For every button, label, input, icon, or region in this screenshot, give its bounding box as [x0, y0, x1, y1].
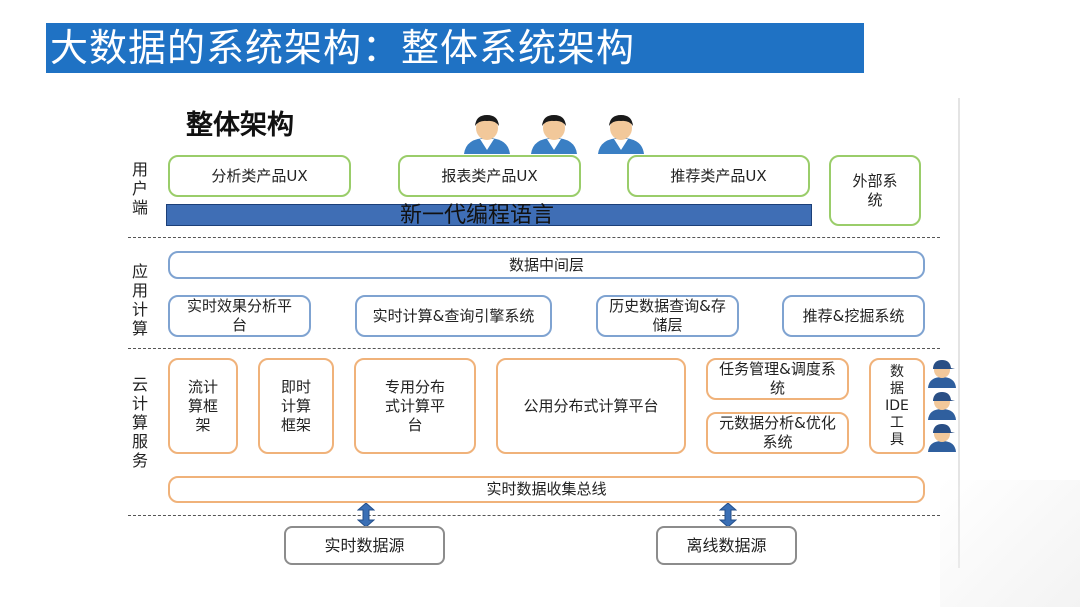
- layer-label-user: 用户端: [131, 160, 148, 217]
- public-platform: 公用分布式计算平台: [496, 358, 686, 454]
- realtime-data-source: 实时数据源: [284, 526, 445, 565]
- product-recommend: 推荐类产品UX: [627, 155, 810, 197]
- corner-shadow: [940, 480, 1080, 607]
- data-ide-tools: 数据IDE工具: [869, 358, 925, 454]
- history-storage-layer: 历史数据查询&存储层: [596, 295, 739, 337]
- product-report: 报表类产品UX: [398, 155, 581, 197]
- title-bar: 大数据的系统架构：整体系统架构: [46, 23, 864, 73]
- stream-framework: 流计算框架: [168, 358, 238, 454]
- developer-icon: [928, 360, 956, 388]
- metadata-optimizer: 元数据分析&优化系统: [706, 412, 849, 454]
- developer-icon: [928, 392, 956, 420]
- realtime-analysis-platform: 实时效果分析平台: [168, 295, 311, 337]
- programming-language-label: 新一代编程语言: [400, 203, 555, 228]
- product-analysis: 分析类产品UX: [168, 155, 351, 197]
- separator-line: [128, 237, 940, 238]
- user-icon: [531, 115, 577, 154]
- separator-line: [128, 515, 940, 516]
- frame-divider: [958, 98, 960, 568]
- task-scheduler: 任务管理&调度系统: [706, 358, 849, 400]
- user-icon: [464, 115, 510, 154]
- developer-icon: [928, 424, 956, 452]
- programming-language-bar: [166, 204, 812, 226]
- offline-data-source: 离线数据源: [656, 526, 797, 565]
- diagram-heading: 整体架构: [186, 110, 294, 141]
- user-icon: [598, 115, 644, 154]
- double-arrow-icon: [719, 503, 737, 527]
- instant-framework: 即时计算框架: [258, 358, 334, 454]
- data-collection-bus: 实时数据收集总线: [168, 476, 925, 503]
- layer-label-app: 应用计算: [131, 262, 148, 338]
- separator-line: [128, 348, 940, 349]
- recommend-mining-system: 推荐&挖掘系统: [782, 295, 925, 337]
- external-system: 外部系统: [829, 155, 921, 226]
- dedicated-platform: 专用分布式计算平台: [354, 358, 476, 454]
- double-arrow-icon: [357, 503, 375, 527]
- data-middle-layer: 数据中间层: [168, 251, 925, 279]
- realtime-query-engine: 实时计算&查询引擎系统: [355, 295, 552, 337]
- layer-label-cloud: 云计算服务: [131, 375, 148, 470]
- page-title: 大数据的系统架构：整体系统架构: [50, 26, 636, 70]
